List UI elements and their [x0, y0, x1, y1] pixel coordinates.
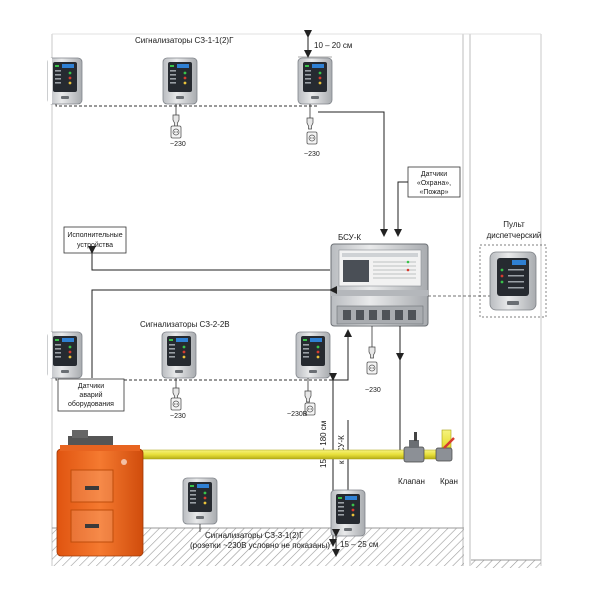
actuators-box: Исполнительные устройства	[63, 226, 127, 254]
svg-text:«Пожар»: «Пожар»	[419, 189, 448, 196]
dim-bottom: 15 – 25 см	[332, 529, 378, 557]
detector-mid-left-partial	[47, 331, 83, 379]
voltage-label-b: ~230	[304, 151, 320, 158]
detector-top-left-partial	[47, 57, 83, 105]
equipment-sensors-box: Датчики аварий оборудования	[57, 378, 125, 412]
gas-detector-icon	[162, 57, 198, 105]
valve-icon	[403, 432, 425, 463]
security-signal-line	[394, 181, 408, 237]
voltage-label-c: ~230	[170, 413, 186, 420]
svg-text:Датчики: Датчики	[421, 171, 447, 178]
socket-icon	[304, 378, 316, 416]
bsu-label: БСУ-К	[338, 233, 361, 242]
wall-outline	[51, 33, 542, 566]
actuators-line	[88, 246, 330, 271]
voltage-label-e: ~230В	[287, 411, 308, 418]
svg-text:устройства: устройства	[77, 241, 113, 249]
dim-vertical-label: 150 – 180 см	[319, 421, 328, 468]
svg-text:Исполнительные: Исполнительные	[67, 232, 122, 239]
tap-icon	[435, 437, 455, 462]
boiler-icon	[56, 430, 144, 557]
voltage-label-d: ~230	[365, 387, 381, 394]
top-bus-line	[55, 104, 318, 107]
console-label-2: диспетчерский	[487, 231, 542, 240]
socket-icon	[170, 104, 182, 139]
top-group-label: Сигнализаторы СЗ-1-1(2)Г	[135, 36, 234, 45]
bsu-control-unit	[330, 243, 429, 327]
gas-detector-icon	[182, 477, 218, 525]
svg-text:Датчики: Датчики	[78, 383, 104, 390]
security-sensors-box: Датчики «Охрана», «Пожар»	[407, 166, 461, 198]
tap-label: Кран	[440, 477, 458, 486]
socket-icon	[366, 326, 378, 375]
middle-bus-line	[55, 378, 330, 381]
valve-label: Клапан	[398, 477, 425, 486]
svg-text:оборудования: оборудования	[68, 400, 114, 408]
console-label-1: Пульт	[503, 220, 525, 229]
dim-top: 10 – 20 см	[298, 30, 352, 58]
equipment-sensors-line	[91, 286, 337, 378]
svg-text:«Охрана»,: «Охрана»,	[417, 180, 451, 187]
gas-detector-icon	[330, 489, 366, 537]
voltage-label-a: ~230	[170, 141, 186, 148]
gas-detector-icon	[297, 57, 333, 105]
bottom-note: (розетки ~230В условно не показаны)	[190, 541, 330, 550]
svg-text:аварий: аварий	[79, 391, 102, 399]
socket-icon	[170, 378, 182, 411]
dim-bottom-label: 15 – 25 см	[340, 540, 378, 549]
gas-detector-icon	[295, 331, 331, 379]
middle-signal-line	[330, 329, 352, 381]
middle-group-label: Сигнализаторы СЗ-2-2В	[140, 320, 230, 329]
to-bsu-label: к БСУ-К	[337, 435, 346, 464]
gas-detector-icon	[161, 331, 197, 379]
bottom-group-label: Сигнализаторы СЗ-3-1(2)Г	[205, 531, 304, 540]
dim-top-label: 10 – 20 см	[314, 41, 352, 50]
control-console-icon	[479, 244, 547, 318]
socket-icon	[306, 104, 318, 145]
top-signal-line	[318, 111, 388, 237]
